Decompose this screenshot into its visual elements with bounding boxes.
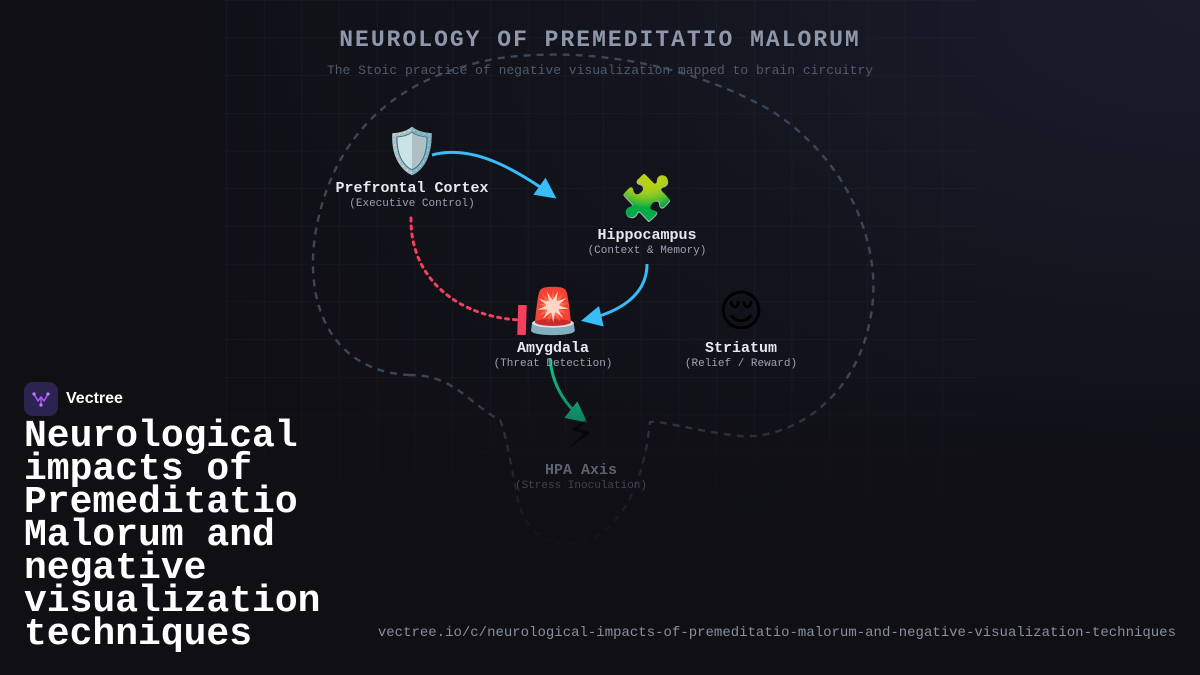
relieved-face-icon: 😌: [718, 286, 764, 337]
node-sublabel: (Context & Memory): [587, 245, 707, 257]
node-label: Prefrontal Cortex: [335, 180, 489, 197]
node-label: HPA Axis: [544, 462, 617, 479]
node-prefrontal-cortex: 🛡️ Prefrontal Cortex (Executive Control): [312, 126, 512, 210]
lightning-icon: ⚡: [565, 408, 597, 459]
brand: Vectree: [24, 382, 123, 416]
shield-icon: 🛡️: [384, 126, 440, 177]
node-sublabel: (Stress Inoculation): [514, 480, 648, 492]
vectree-logo-icon: [24, 382, 58, 416]
node-sublabel: (Threat Detection): [493, 358, 613, 370]
puzzle-icon: 🧩: [619, 173, 675, 224]
node-label: Hippocampus: [597, 227, 697, 244]
siren-icon: 🚨: [525, 286, 581, 337]
brand-name: Vectree: [66, 390, 123, 407]
node-sublabel: (Relief / Reward): [684, 358, 798, 370]
node-label: Amygdala: [516, 340, 589, 357]
diagram-subtitle: The Stoic practice of negative visualiza…: [326, 63, 874, 78]
node-hpa-axis: ⚡ HPA Axis (Stress Inoculation): [481, 408, 681, 492]
node-sublabel: (Executive Control): [349, 198, 475, 210]
node-label: Striatum: [704, 340, 777, 357]
node-striatum: 😌 Striatum (Relief / Reward): [641, 286, 841, 370]
page-url: vectree.io/c/neurological-impacts-of-pre…: [377, 625, 1176, 641]
node-hippocampus: 🧩 Hippocampus (Context & Memory): [547, 173, 747, 257]
node-amygdala: 🚨 Amygdala (Threat Detection): [453, 286, 653, 370]
headline: Neurological impacts of Premeditatio Mal…: [24, 415, 321, 656]
diagram-title: NEUROLOGY OF PREMEDITATIO MALORUM: [339, 27, 861, 53]
